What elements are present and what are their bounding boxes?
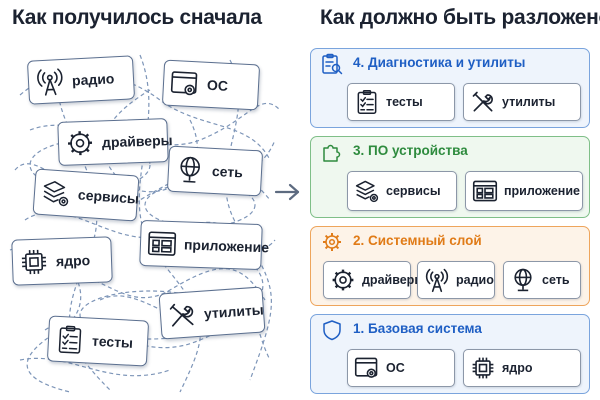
layer-title: 1. Базовая система bbox=[353, 321, 482, 336]
tools-icon bbox=[470, 89, 496, 115]
radio-tower-icon bbox=[424, 267, 450, 293]
radio-tower-icon bbox=[34, 66, 66, 98]
card-label: ядро bbox=[55, 252, 91, 270]
card-services: сервисы bbox=[32, 168, 140, 222]
clipboard-checklist-icon bbox=[54, 324, 86, 356]
layer-device-software: 3. ПО устройства сервисы приложение bbox=[310, 136, 590, 218]
globe-network-icon bbox=[174, 154, 206, 186]
layers-gear-icon bbox=[40, 177, 72, 209]
layer-system: 2. Системный слой драйверы радио bbox=[310, 226, 590, 306]
module-label: приложение bbox=[504, 184, 580, 198]
gear-icon bbox=[65, 128, 96, 159]
module-kernel: ядро bbox=[463, 349, 581, 387]
card-label: радио bbox=[71, 70, 115, 89]
module-label: сеть bbox=[542, 273, 570, 287]
module-services: сервисы bbox=[347, 171, 457, 211]
card-kernel: ядро bbox=[11, 236, 113, 286]
card-utils: утилиты bbox=[158, 286, 266, 340]
app-window-icon bbox=[147, 228, 178, 259]
module-os: ОС bbox=[347, 349, 455, 387]
module-label: утилиты bbox=[502, 95, 556, 109]
app-window-icon bbox=[472, 178, 498, 204]
card-network: сеть bbox=[166, 145, 264, 197]
module-label: драйверы bbox=[362, 273, 425, 287]
card-label: приложение bbox=[183, 236, 270, 256]
chip-icon bbox=[470, 355, 496, 381]
card-label: тесты bbox=[91, 332, 134, 351]
arrow-icon bbox=[274, 183, 300, 201]
module-label: ядро bbox=[502, 361, 533, 375]
card-app: приложение bbox=[139, 219, 269, 271]
tools-icon bbox=[166, 299, 198, 331]
module-utils: утилиты bbox=[463, 83, 581, 121]
card-label: ОС bbox=[206, 76, 229, 94]
card-label: драйверы bbox=[101, 131, 173, 151]
card-radio: радио bbox=[26, 55, 136, 105]
layer-base-system: 1. Базовая система ОС ядро bbox=[310, 314, 590, 394]
module-label: ОС bbox=[386, 361, 405, 375]
puzzle-icon bbox=[321, 141, 343, 163]
layer-title: 4. Диагностика и утилиты bbox=[353, 55, 526, 70]
layers-gear-icon bbox=[354, 178, 380, 204]
module-radio: радио bbox=[417, 261, 495, 299]
module-tests: тесты bbox=[347, 83, 455, 121]
gear-icon bbox=[330, 267, 356, 293]
left-heading: Как получилось сначала bbox=[12, 6, 262, 29]
chip-icon bbox=[19, 246, 50, 277]
clipboard-checklist-icon bbox=[354, 89, 380, 115]
module-network: сеть bbox=[503, 261, 581, 299]
module-label: сервисы bbox=[386, 184, 441, 198]
window-gear-icon bbox=[169, 68, 201, 100]
layer-diagnostics: 4. Диагностика и утилиты тесты утилиты bbox=[310, 48, 590, 128]
gear-icon bbox=[321, 231, 343, 253]
window-gear-icon bbox=[354, 355, 380, 381]
card-label: утилиты bbox=[203, 301, 265, 322]
card-label: сеть bbox=[211, 162, 244, 181]
clipboard-search-icon bbox=[321, 53, 343, 75]
card-tests: тесты bbox=[46, 315, 150, 367]
globe-network-icon bbox=[510, 267, 536, 293]
card-drivers: драйверы bbox=[57, 118, 173, 166]
layer-title: 3. ПО устройства bbox=[353, 143, 468, 158]
card-os: ОС bbox=[161, 59, 261, 111]
right-heading: Как должно быть разложено bbox=[320, 6, 600, 29]
card-label: сервисы bbox=[77, 186, 140, 207]
module-label: радио bbox=[456, 273, 494, 287]
module-drivers: драйверы bbox=[323, 261, 425, 299]
module-label: тесты bbox=[386, 95, 423, 109]
shield-icon bbox=[321, 319, 343, 341]
layer-title: 2. Системный слой bbox=[353, 233, 482, 248]
module-app: приложение bbox=[465, 171, 583, 211]
